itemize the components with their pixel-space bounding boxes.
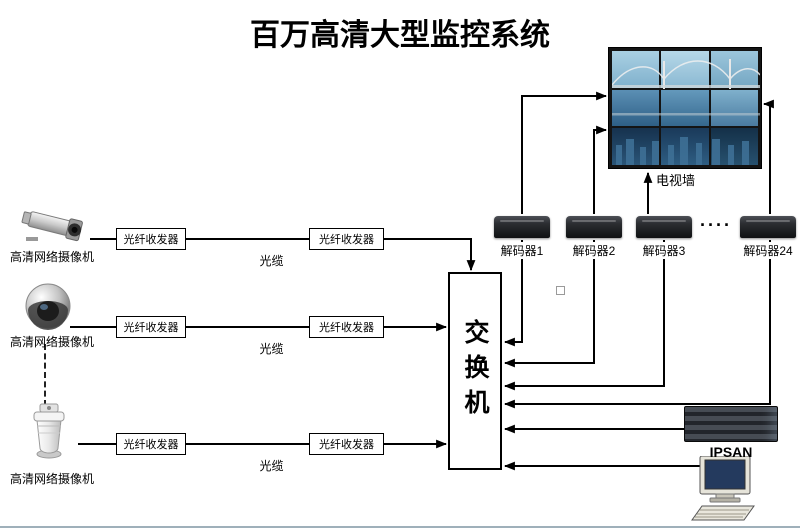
connector-decoder2-wall	[593, 125, 608, 214]
tv-wall-screen	[710, 51, 758, 88]
fiber-transceiver-3b: 光纤收发器	[309, 433, 384, 455]
decoder-1-label: 解码器1	[494, 242, 550, 259]
fiber-transceiver-1a: 光纤收发器	[116, 228, 186, 250]
tv-wall-screen	[612, 128, 660, 165]
tv-wall-screen	[661, 89, 709, 127]
connector-decoder1-switch	[503, 240, 523, 347]
tv-wall	[608, 47, 762, 169]
fiber-transceiver-1b: 光纤收发器	[309, 228, 384, 250]
tv-wall-label: 电视墙	[656, 173, 696, 188]
tv-wall-screen	[661, 128, 709, 165]
fiber-transceiver-3a: 光纤收发器	[116, 433, 186, 455]
fiber-transceiver-2a: 光纤收发器	[116, 316, 186, 338]
decoder-3-label: 解码器3	[636, 242, 692, 259]
bottom-divider	[0, 526, 800, 528]
camera-3-label: 高清网络摄像机	[9, 472, 94, 486]
connector-decoder3-switch	[503, 240, 665, 391]
connector-decoder24-switch	[503, 240, 771, 409]
dome-camera-icon	[25, 283, 71, 330]
page-title: 百万高清大型监控系统	[250, 19, 550, 52]
camera-1-label: 高清网络摄像机	[9, 250, 94, 264]
cable-label-3: 光缆	[259, 459, 284, 473]
cable-label-2: 光缆	[259, 342, 284, 356]
tv-wall-screen	[710, 89, 758, 127]
fiber-transceiver-2b: 光纤收发器	[309, 316, 384, 338]
decoder-2-label: 解码器2	[566, 242, 622, 259]
switch-label: 交换机	[461, 318, 489, 424]
decoder-ellipsis: ····	[700, 215, 732, 235]
tv-wall-screen	[661, 51, 709, 88]
tv-wall-screen	[710, 128, 758, 165]
decoder-24-device	[740, 216, 796, 238]
cable-label-1: 光缆	[259, 254, 284, 268]
bullet-camera-icon	[21, 211, 83, 242]
connector-decoder24-wall	[762, 99, 774, 214]
switch-box: 交换机	[448, 272, 502, 470]
workstation-pc-icon	[691, 456, 755, 521]
small-square-mark	[556, 286, 565, 295]
ipsan-label: IPSAN	[709, 444, 753, 460]
decoder-1-device	[494, 216, 550, 238]
ipsan-storage-device	[684, 406, 778, 442]
camera-2-label: 高清网络摄像机	[9, 335, 94, 349]
ellipsis-dashed-line	[44, 344, 46, 406]
decoder-3-device	[636, 216, 692, 238]
decoder-24-label: 解码器24	[736, 242, 800, 259]
connector-decoder2-switch	[503, 240, 595, 368]
tv-wall-screen	[612, 89, 660, 127]
ptz-camera-icon	[33, 403, 65, 459]
connector-decoder1-wall	[521, 91, 608, 214]
tv-wall-screen	[612, 51, 660, 88]
connector-transceiver1-switch	[384, 238, 476, 272]
decoder-2-device	[566, 216, 622, 238]
